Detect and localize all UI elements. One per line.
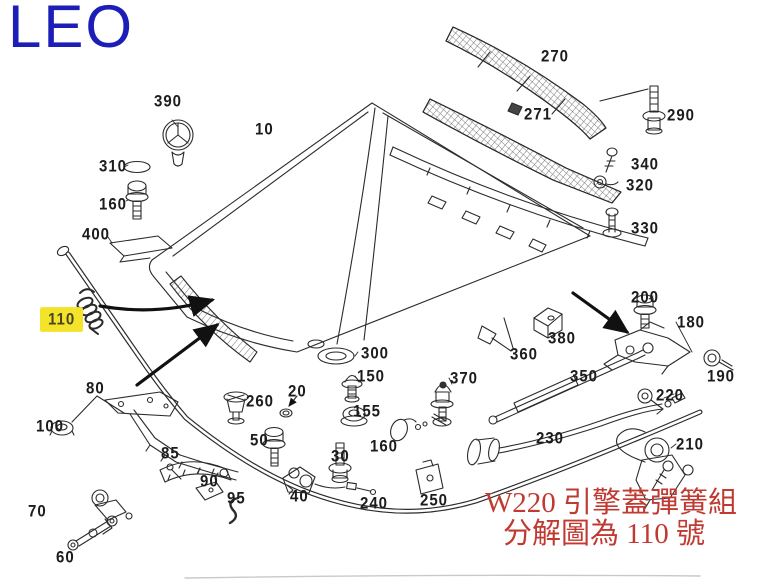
part-label-20: 20 [288,382,307,401]
pointer-arrows [98,291,630,387]
gas-strut-350 [488,349,646,425]
leader-lines [107,119,693,449]
link-60 [67,515,118,551]
hood-panel [148,102,591,353]
bolt-160-upper [125,180,149,220]
caption-line-2: 分解圖為 110 號 [503,517,705,550]
grille-270 [445,26,607,140]
barrel-160-lower [390,413,447,442]
part-label-290: 290 [667,106,696,125]
bolt-330 [602,207,622,238]
part-label-150: 150 [357,367,386,386]
screw-90 [166,463,224,501]
watermark-logo: LEO [8,0,135,60]
cowl-grille-271 [422,98,622,204]
clip-320 [593,175,619,189]
grommet-300 [317,347,355,365]
part-label-10: 10 [255,120,274,139]
cable-230 [466,392,686,466]
part-label-300: 300 [361,344,390,363]
rubber-block-380 [533,307,563,339]
part-label-155: 155 [353,402,382,421]
part-label-160: 160 [370,437,399,456]
part-label-400: 400 [82,225,111,244]
bolt-340 [604,147,618,173]
part-label-200: 200 [631,288,660,307]
part-label-250: 250 [420,491,449,510]
caption-line-1: W220 引擎蓋彈簧組 [484,487,738,519]
bolt-290 [642,85,666,135]
part-label-370: 370 [450,369,479,388]
part-label-390: 390 [154,92,183,111]
part-label-220: 220 [656,386,685,405]
lock-210 [616,428,694,511]
plunger-150 [341,374,363,403]
part-label-40: 40 [290,487,309,506]
part-label-90: 90 [200,472,219,491]
leader-290 [599,88,649,102]
screw-lower-right [651,460,674,491]
box-250 [415,459,444,495]
part-label-85: 85 [161,444,180,463]
buffer-370 [430,381,454,427]
star-emblem-390 [162,119,194,167]
part-label-340: 340 [631,155,660,174]
bolt-30 [328,442,352,484]
part-label-380: 380 [548,329,577,348]
part-label-180: 180 [677,313,706,332]
nut-100 [49,420,75,436]
part-label-230: 230 [536,429,565,448]
part-label-360: 360 [510,345,539,364]
release-cable-240 [56,245,703,514]
part-label-70: 70 [28,502,47,521]
part-label-310: 310 [99,157,128,176]
part-label-350: 350 [570,367,599,386]
part-label-190: 190 [707,367,736,386]
bolt-200 [633,294,657,329]
latch-180 [603,321,691,375]
part-label-210: 210 [676,435,705,454]
bolt-190 [703,349,734,371]
part-label-260: 260 [246,392,275,411]
part-label-80: 80 [86,379,105,398]
part-label-95: 95 [227,489,246,508]
plug-260 [223,391,249,425]
hinge-80 [71,391,239,481]
part-label-270: 270 [541,47,570,66]
floor-line [184,574,701,579]
part-label-330: 330 [631,219,660,238]
part-label-100: 100 [36,417,65,436]
part-label-160: 160 [99,195,128,214]
caption-text: W220 引擎蓋彈簧組 分解圖為 110 號 [452,488,770,549]
hook-95 [228,496,240,525]
bracket-360 [477,317,514,352]
part-label-271: 271 [524,105,553,124]
bracket-400 [109,235,173,263]
gasket-310 [123,160,151,174]
nut-155 [340,406,368,427]
arm-85 [159,461,232,483]
part-label-110: 110 [40,307,84,332]
part-label-30: 30 [331,447,350,466]
part-label-240: 240 [360,494,389,513]
part-label-50: 50 [250,431,269,450]
washer-20 [279,395,298,418]
latch-40 [282,466,377,496]
bolt-50 [262,426,286,467]
part-label-60: 60 [56,548,75,567]
part-label-320: 320 [626,176,655,195]
